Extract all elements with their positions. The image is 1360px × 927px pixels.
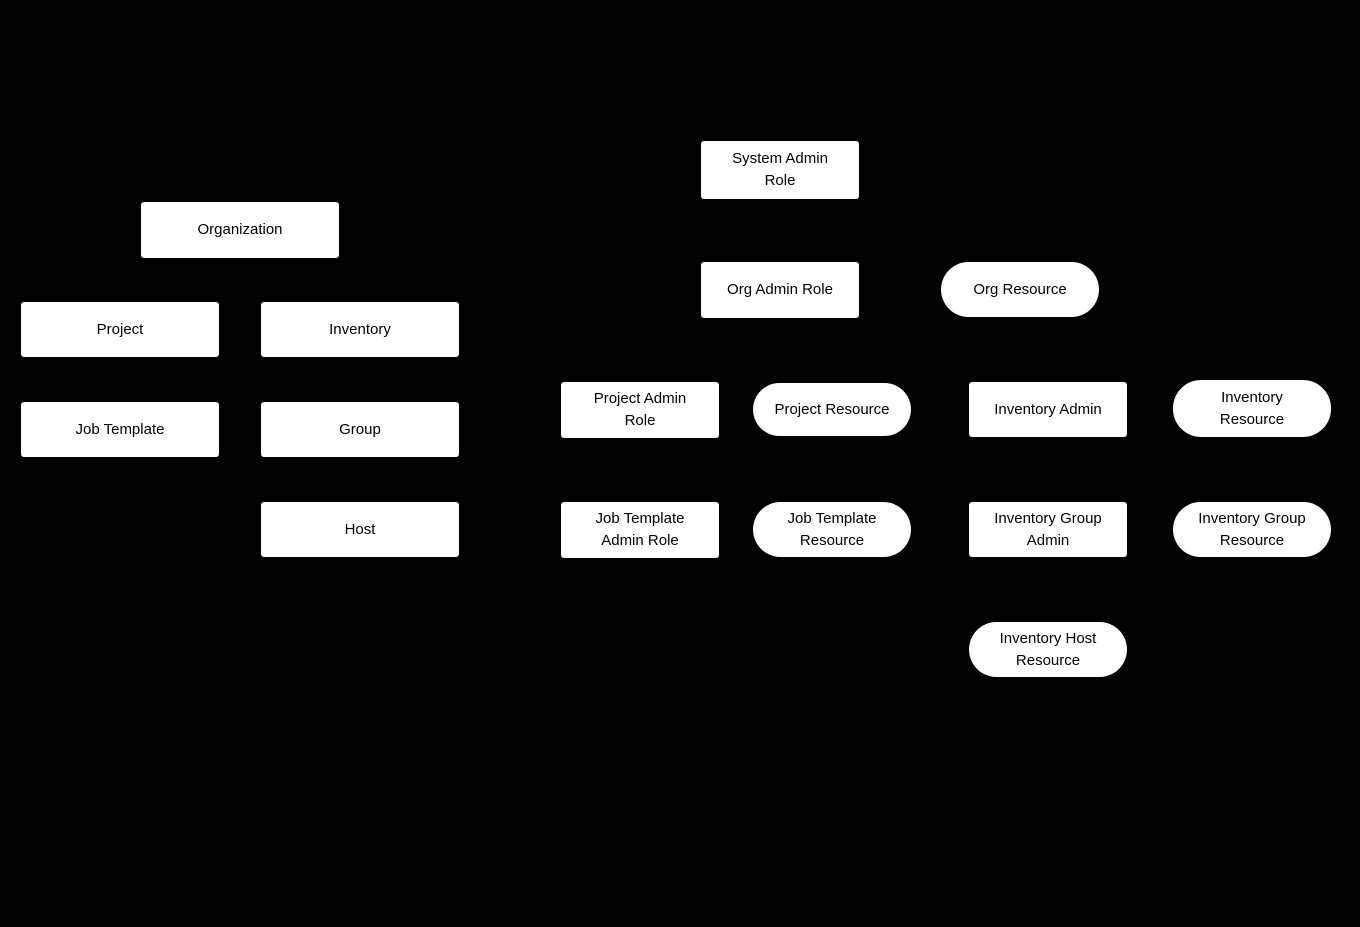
node-inventory-group-resource: Inventory Group Resource bbox=[1173, 502, 1331, 557]
node-inventory: Inventory bbox=[261, 302, 459, 357]
node-system-admin-role: System Admin Role bbox=[701, 141, 859, 199]
node-inventory-admin: Inventory Admin bbox=[969, 382, 1127, 437]
node-project: Project bbox=[21, 302, 219, 357]
node-inventory-resource: Inventory Resource bbox=[1173, 380, 1331, 437]
node-inventory-host-resource: Inventory Host Resource bbox=[969, 622, 1127, 677]
node-job-template-admin-role: Job Template Admin Role bbox=[561, 502, 719, 558]
node-organization: Organization bbox=[141, 202, 339, 258]
node-org-admin-role: Org Admin Role bbox=[701, 262, 859, 318]
node-project-admin-role: Project Admin Role bbox=[561, 382, 719, 438]
node-project-resource: Project Resource bbox=[753, 383, 911, 436]
node-group: Group bbox=[261, 402, 459, 457]
node-job-template: Job Template bbox=[21, 402, 219, 457]
node-host: Host bbox=[261, 502, 459, 557]
node-inventory-group-admin: Inventory Group Admin bbox=[969, 502, 1127, 557]
node-job-template-resource: Job Template Resource bbox=[753, 502, 911, 557]
node-org-resource: Org Resource bbox=[941, 262, 1099, 317]
